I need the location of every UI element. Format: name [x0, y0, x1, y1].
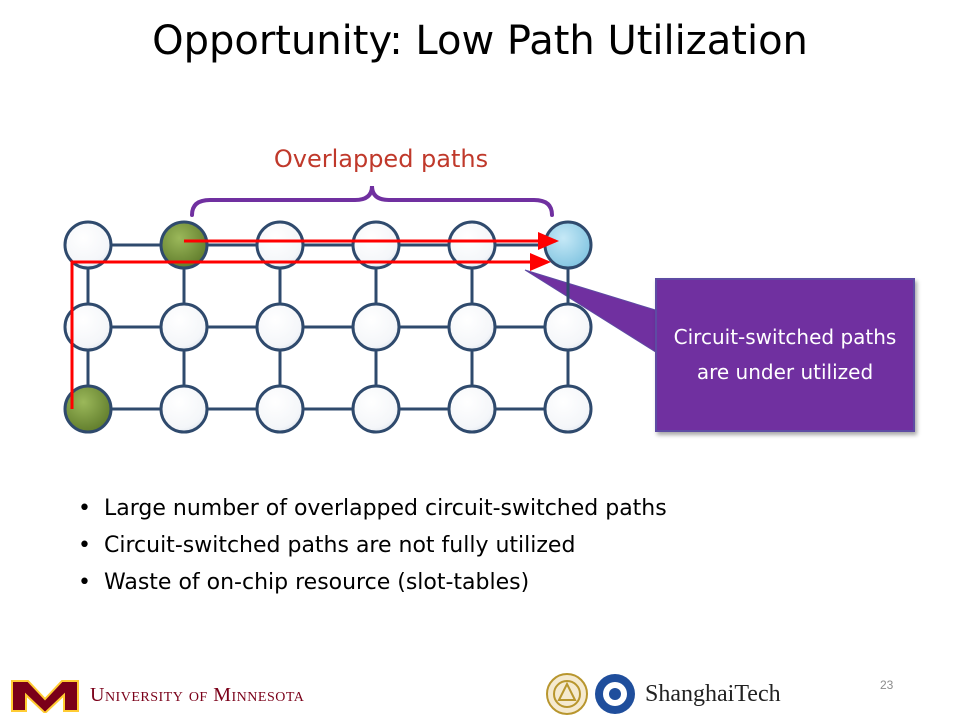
shanghaitech-seal-icon	[546, 673, 588, 715]
shanghaitech-logo: ShanghaiTech	[545, 672, 781, 716]
circuit-path-2	[70, 253, 551, 409]
source-node-r2-c0	[63, 384, 113, 434]
bullet-item: Large number of overlapped circuit-switc…	[78, 490, 667, 527]
page-number: 23	[880, 678, 894, 692]
destination-node-r0-c5	[543, 220, 593, 270]
node-r0-c4	[447, 220, 497, 270]
bullet-item: Circuit-switched paths are not fully uti…	[78, 527, 667, 564]
bullet-item: Waste of on-chip resource (slot-tables)	[78, 564, 667, 601]
bullet-list: Large number of overlapped circuit-switc…	[78, 490, 667, 601]
mesh-nodes	[63, 220, 593, 434]
umn-m-icon	[11, 680, 79, 713]
node-r2-c2	[255, 384, 305, 434]
node-r2-c5	[543, 384, 593, 434]
cas-emblem-icon	[595, 674, 635, 714]
node-r1-c4	[447, 302, 497, 352]
source-node-r0-c1	[159, 220, 209, 270]
node-r1-c2	[255, 302, 305, 352]
node-r0-c0	[63, 220, 113, 270]
node-r1-c3	[351, 302, 401, 352]
node-r2-c3	[351, 384, 401, 434]
callout-box: Circuit-switched paths are under utilize…	[655, 278, 915, 432]
node-r1-c1	[159, 302, 209, 352]
slide-title: Opportunity: Low Path Utilization	[152, 18, 808, 64]
umn-logo: University of Minnesota	[10, 677, 304, 713]
callout-pointer	[524, 269, 663, 357]
node-r1-c5	[543, 302, 593, 352]
shanghaitech-logo-text: ShanghaiTech	[645, 680, 781, 707]
brace-label: Overlapped paths	[274, 145, 488, 173]
umn-logo-text: University of Minnesota	[90, 683, 305, 706]
node-r2-c1	[159, 384, 209, 434]
overlap-brace	[190, 185, 554, 217]
node-r1-c0	[63, 302, 113, 352]
node-r0-c2	[255, 220, 305, 270]
node-r0-c3	[351, 220, 401, 270]
node-r2-c4	[447, 384, 497, 434]
